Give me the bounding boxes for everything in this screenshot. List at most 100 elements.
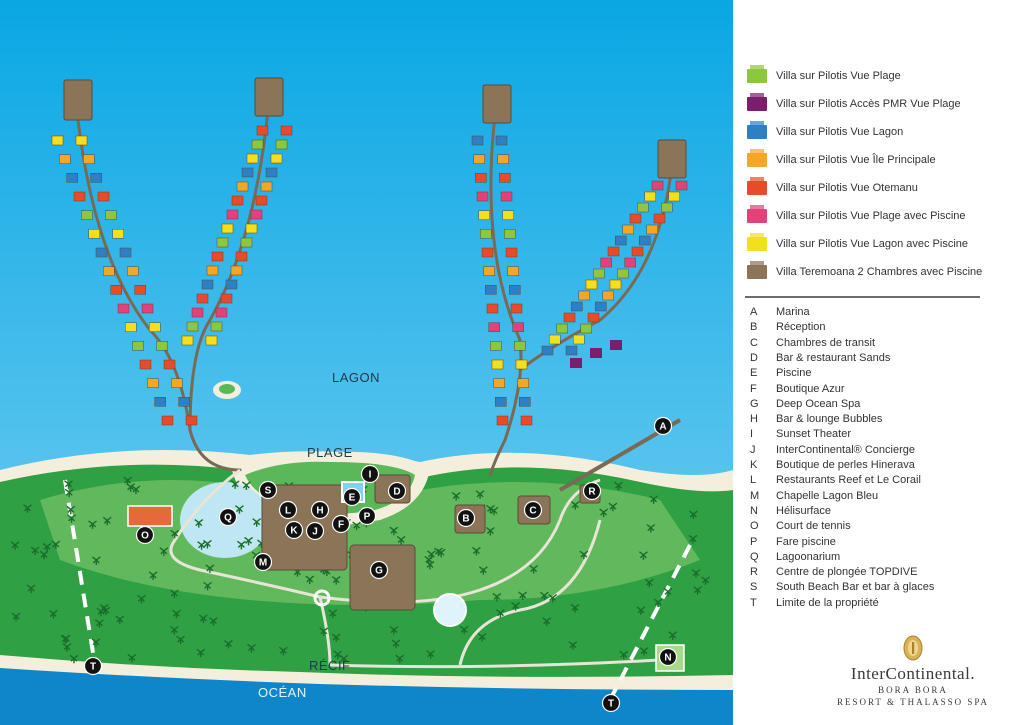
- marker-letter: L: [285, 506, 291, 517]
- brand-line-2: RESORT & THALASSO SPA: [836, 697, 990, 707]
- map-marker-f[interactable]: F: [331, 514, 351, 534]
- palm-tree-icon: [247, 643, 256, 653]
- palm-tree-icon: [95, 619, 104, 628]
- map-marker-r[interactable]: R: [582, 481, 602, 501]
- villa-icon: [125, 322, 137, 332]
- villa-icon: [66, 173, 78, 183]
- poi-key: C: [750, 336, 758, 349]
- poi-key: J: [750, 443, 756, 456]
- villa-icon: [644, 191, 656, 202]
- villa-legend-label: Villa sur Pilotis Vue Lagon: [776, 126, 904, 138]
- palm-tree-icon: [137, 594, 146, 604]
- villa-icon: [476, 191, 489, 202]
- palm-tree-icon: [639, 551, 648, 560]
- palm-tree-icon: [252, 518, 262, 527]
- villa-icon: [139, 359, 152, 370]
- map-marker-g[interactable]: G: [369, 560, 389, 580]
- poi-label: Réception: [776, 321, 826, 334]
- poi-label: Hélisurface: [776, 504, 832, 517]
- palm-tree-icon: [608, 502, 618, 512]
- villa-icon: [216, 237, 229, 248]
- poi-key: E: [750, 367, 758, 380]
- villa-icon: [668, 191, 680, 202]
- map-marker-c[interactable]: C: [523, 500, 543, 520]
- map-marker-s[interactable]: S: [258, 480, 278, 500]
- palm-tree-icon: [23, 504, 32, 513]
- palm-tree-icon: [42, 542, 52, 552]
- villa-icon: [83, 154, 95, 164]
- villa-legend-item: Villa sur Pilotis Vue Plage: [747, 65, 901, 85]
- map-marker-t[interactable]: T: [83, 656, 103, 676]
- map-marker-i[interactable]: I: [360, 464, 380, 484]
- villa-icon: [191, 307, 204, 318]
- palm-tree-icon: [203, 581, 213, 591]
- villa-legend-item: Villa sur Pilotis Accès PMR Vue Plage: [747, 93, 961, 113]
- map-marker-q[interactable]: Q: [218, 507, 238, 527]
- villa-icon: [221, 223, 234, 234]
- villa-icon: [105, 210, 117, 220]
- palm-tree-icon: [688, 510, 698, 520]
- villa-legend-label: Villa sur Pilotis Vue Île Principale: [776, 154, 936, 166]
- villa-icon: [493, 378, 505, 388]
- palm-tree-icon: [389, 526, 399, 536]
- villa-icon: [246, 153, 259, 164]
- palm-tree-icon: [126, 483, 136, 492]
- map-marker-k[interactable]: K: [284, 520, 304, 540]
- map-marker-m[interactable]: M: [253, 552, 273, 572]
- map-marker-a[interactable]: A: [653, 416, 673, 436]
- villa-icon: [500, 191, 513, 202]
- villa-icon: [90, 173, 102, 183]
- map-marker-n[interactable]: N: [658, 647, 678, 667]
- marker-letter: N: [664, 653, 671, 664]
- map-marker-e[interactable]: E: [342, 487, 362, 507]
- villa-icon: [110, 285, 122, 295]
- villa-legend-label: Villa sur Pilotis Vue Plage: [776, 70, 901, 82]
- villa-icon: [88, 229, 100, 239]
- palm-tree-icon: [26, 584, 36, 594]
- map-marker-h[interactable]: H: [310, 500, 330, 520]
- villa-icon: [675, 180, 688, 191]
- palm-tree-icon: [636, 606, 646, 615]
- villa-icon: [505, 247, 518, 258]
- palm-tree-icon: [64, 488, 74, 498]
- villa-icon: [215, 307, 228, 318]
- marker-circle: [135, 525, 155, 545]
- map-marker-p[interactable]: P: [357, 506, 377, 526]
- villa-icon: [280, 125, 293, 136]
- map-marker-o[interactable]: O: [135, 525, 155, 545]
- villa-icon: [211, 251, 224, 262]
- marker-circle: [278, 500, 298, 520]
- palm-tree-icon: [148, 571, 158, 580]
- map-marker-j[interactable]: J: [305, 521, 325, 541]
- palm-tree-icon: [451, 491, 461, 501]
- overwater-villas: [51, 125, 688, 426]
- villa-icon: [609, 279, 622, 290]
- villa-legend-item: Villa sur Pilotis Vue Lagon avec Piscine: [747, 233, 968, 253]
- villa-icon: [509, 285, 521, 295]
- map-marker-l[interactable]: L: [278, 500, 298, 520]
- villa-icon: [473, 154, 485, 164]
- palm-tree-icon: [39, 550, 49, 560]
- villa-icon: [507, 266, 519, 276]
- palm-tree-icon: [331, 633, 341, 643]
- palm-tree-icon: [395, 654, 405, 664]
- villa-icon: [480, 229, 492, 239]
- villa-legend-label: Villa sur Pilotis Vue Otemanu: [776, 182, 918, 194]
- villa-icon: [504, 229, 516, 239]
- palm-tree-icon: [570, 603, 580, 613]
- map-marker-b[interactable]: B: [456, 508, 476, 528]
- intercontinental-logo: InterContinental. BORA BORA RESORT & THA…: [828, 632, 998, 708]
- poi-key: L: [750, 474, 757, 487]
- villa-icon: [475, 173, 487, 183]
- marker-circle: [284, 520, 304, 540]
- villa-icon: [51, 135, 64, 146]
- tennis-court: [127, 505, 173, 527]
- palm-tree-icon: [518, 591, 528, 601]
- map-marker-d[interactable]: D: [387, 481, 407, 501]
- villa-icon: [241, 167, 254, 178]
- map-marker-t[interactable]: T: [601, 693, 621, 713]
- villa-icon: [573, 334, 585, 345]
